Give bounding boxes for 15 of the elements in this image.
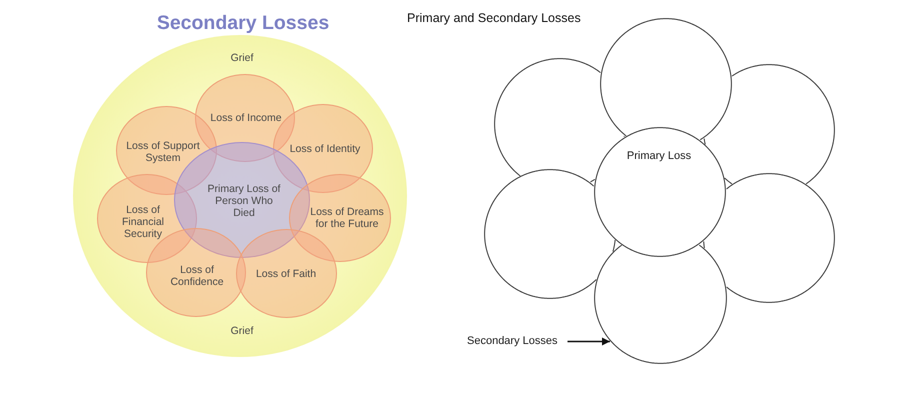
panel-heading: Secondary Losses [156,12,330,36]
zone-label: Grief [230,52,254,64]
loss-label: Loss of Faith [256,268,316,280]
loss-label: Loss of Confidence [169,264,225,288]
loss-label: Loss of Income [210,112,282,124]
loss-label: Primary Loss [626,150,692,163]
loss-label: Loss of Identity [290,143,360,155]
zone-label: Grief [230,325,254,337]
loss-label: Loss of Dreams for the Future [309,206,385,230]
callout-label: Secondary Losses [467,335,558,348]
arrow [568,338,610,346]
loss-label: Loss of Financial Security [120,204,166,240]
loss-label: Loss of Support System [125,140,201,164]
panel-heading: Primary and Secondary Losses [407,10,581,26]
loss-label: Primary Loss of Person Who Died [206,183,282,219]
